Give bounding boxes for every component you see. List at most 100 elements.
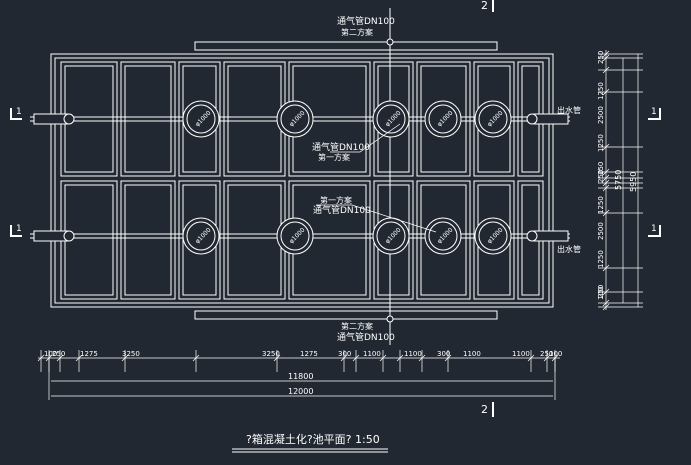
svg-text:1: 1 xyxy=(16,224,22,234)
bottom-scheme-label: 第二方案 xyxy=(341,321,373,331)
manhole-cover xyxy=(478,104,508,134)
chamber-wall xyxy=(473,61,515,177)
dim-slash xyxy=(602,264,610,272)
dim-slash xyxy=(602,288,610,296)
svg-text:2: 2 xyxy=(481,403,488,416)
vent-bottom-node xyxy=(386,315,394,323)
dim-slash xyxy=(602,179,610,187)
manhole-ring xyxy=(474,100,512,138)
dim-slash xyxy=(396,354,404,362)
dim-slash xyxy=(121,354,129,362)
manhole-cover xyxy=(428,104,458,134)
dim-label-right: 1250 xyxy=(597,134,605,152)
section-marker-right-bottom: 1 xyxy=(648,224,661,237)
leader-mid-vent xyxy=(330,123,401,153)
dim-slash xyxy=(602,209,610,217)
dim-slash xyxy=(602,184,610,192)
dim-label-right: 250 xyxy=(597,170,605,183)
dim-right-inner-label: 5750 xyxy=(614,170,623,190)
dim-slash xyxy=(56,354,64,362)
dim-slash xyxy=(192,354,200,362)
dim-label-right: 1250 xyxy=(597,250,605,268)
dim-right-total-label: 5950 xyxy=(629,172,638,192)
svg-text:1: 1 xyxy=(16,107,22,117)
dim-slash xyxy=(543,354,551,362)
manhole-ring xyxy=(372,100,410,138)
dim-slash xyxy=(444,354,452,362)
manhole-ring xyxy=(372,217,410,255)
tank-inner-wall xyxy=(54,57,550,304)
chamber-inner xyxy=(420,65,467,173)
chamber-wall xyxy=(120,61,176,177)
dim-total-label: 12000 xyxy=(288,387,313,396)
section-marker-right-top: 1 xyxy=(648,107,661,120)
section-marker-bottom: 2 xyxy=(481,402,494,417)
chamber-inner xyxy=(227,184,282,296)
outlet-bottom-label: 出水管 xyxy=(557,244,581,254)
outlet-top xyxy=(526,113,569,125)
dim-label-right: 250 xyxy=(597,285,605,298)
dim-label-bottom: 1100 xyxy=(404,350,422,358)
manhole-cover xyxy=(376,104,406,134)
svg-text:1: 1 xyxy=(651,224,657,234)
section-marker-left-top: 1 xyxy=(10,107,22,120)
dim-label-right: 100 xyxy=(597,287,605,300)
outlet-top-label: 出水管 xyxy=(557,105,581,115)
chamber-inner xyxy=(420,184,467,296)
mid2-scheme-label: 第一方案 xyxy=(320,195,352,205)
chamber-wall xyxy=(120,180,176,300)
dim-slash xyxy=(379,354,387,362)
manhole-cover xyxy=(186,104,216,134)
manhole-cover xyxy=(280,221,310,251)
svg-text:1: 1 xyxy=(651,107,657,117)
dim-slash xyxy=(602,299,610,307)
section-marker-left-bottom: 1 xyxy=(10,224,22,237)
dim-label-bottom: 300 xyxy=(338,350,351,358)
manhole-ring xyxy=(276,217,314,255)
manhole-ring xyxy=(424,100,462,138)
dim-label-bottom: 300 xyxy=(437,350,450,358)
top-cover-strip xyxy=(194,41,498,51)
chamber-wall xyxy=(416,180,471,300)
section-marker-top: 2 xyxy=(481,0,494,12)
chamber-inner xyxy=(124,65,172,173)
dim-label-right: 1250 xyxy=(597,82,605,100)
manhole-ring xyxy=(182,100,220,138)
manhole-ring xyxy=(474,217,512,255)
dim-label-bottom: 100 xyxy=(549,350,562,358)
leader-mid2-vent xyxy=(316,204,437,233)
dim-slash xyxy=(602,303,610,311)
dim-slash xyxy=(37,354,45,362)
chamber-wall xyxy=(416,61,471,177)
dim-slash xyxy=(527,354,535,362)
dim-label-bottom: 250 xyxy=(52,350,65,358)
dim-slash xyxy=(602,168,610,176)
manhole-cover xyxy=(376,221,406,251)
dim-label-bottom: 1100 xyxy=(512,350,530,358)
dim-label-bottom: 1100 xyxy=(463,350,481,358)
manhole-ring xyxy=(424,217,462,255)
svg-text:2: 2 xyxy=(481,0,488,12)
dim-label-bottom: 1275 xyxy=(80,350,98,358)
dim-slash xyxy=(602,174,610,182)
chamber-wall xyxy=(223,180,286,300)
manhole-cover xyxy=(280,104,310,134)
vent-top-node xyxy=(386,38,394,46)
dim-slash xyxy=(75,354,83,362)
dim-label-bottom: 3250 xyxy=(262,350,280,358)
dim-label-bottom: 3250 xyxy=(122,350,140,358)
dim-label-bottom: 100 xyxy=(44,350,57,358)
chamber-grid xyxy=(60,61,544,300)
manhole-ring xyxy=(276,100,314,138)
dim-label-right: 2500 xyxy=(597,222,605,240)
dim-inner-total-label: 11800 xyxy=(288,372,313,381)
bottom-cover-strip xyxy=(194,310,498,320)
mid-scheme-label: 第一方案 xyxy=(318,152,350,162)
chamber-wall xyxy=(178,61,221,177)
dim-slash xyxy=(602,88,610,96)
chamber-wall xyxy=(178,180,221,300)
dim-label-bottom: 1100 xyxy=(363,350,381,358)
tank-outer-wall xyxy=(50,53,554,308)
chamber-inner xyxy=(227,65,282,173)
